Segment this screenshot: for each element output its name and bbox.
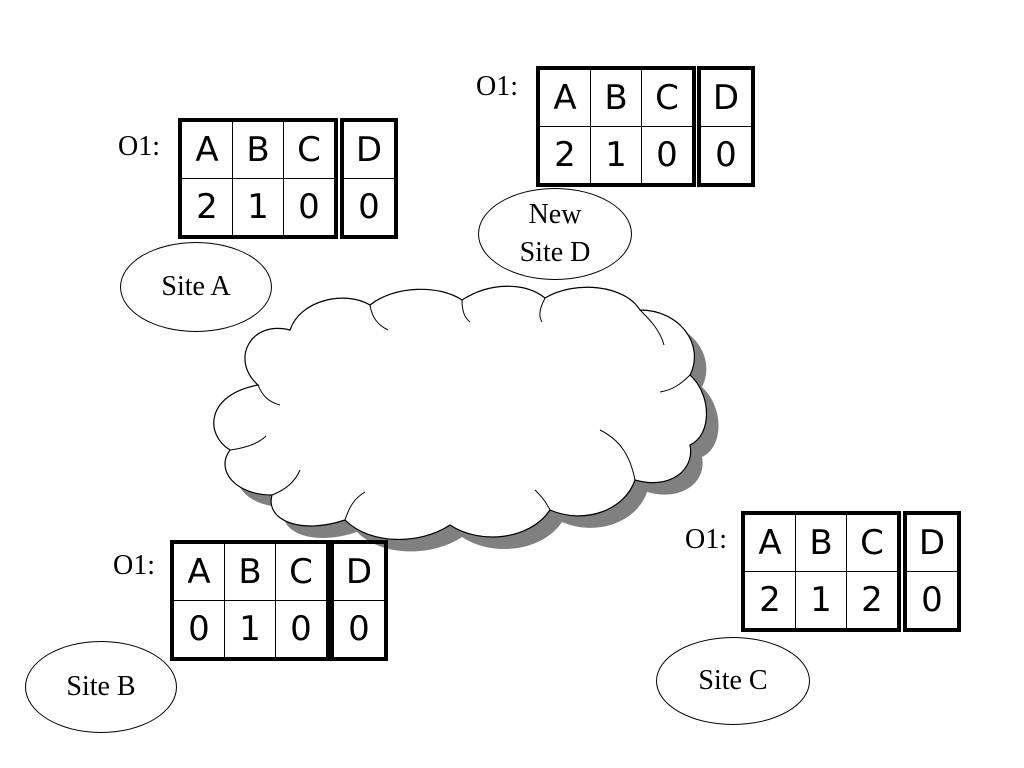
site-a-header-c: C	[283, 121, 335, 179]
site-d-object-label: O1:	[476, 71, 518, 102]
site-b-value-d: 0	[333, 600, 385, 658]
site-c-version-vector: A B C 2 1 2	[741, 511, 901, 632]
site-d-name-line2: Site D	[519, 237, 591, 268]
cloud-inner-arcs	[229, 297, 691, 521]
site-c-value-a: 2	[744, 571, 796, 629]
site-a-value-b: 1	[232, 178, 284, 236]
site-a-header-a: A	[181, 121, 233, 179]
site-c-node: Site C	[656, 637, 810, 725]
site-a-version-vector: A B C 2 1 0	[178, 118, 338, 239]
site-d-header-b: B	[590, 69, 642, 127]
site-c-header-a: A	[744, 514, 796, 572]
site-c-header-d: D	[906, 514, 958, 572]
site-d-value-a: 2	[539, 126, 591, 184]
site-b-name: Site B	[66, 671, 136, 703]
site-d-version-vector: A B C 2 1 0	[536, 66, 696, 187]
site-b-value-a: 0	[173, 600, 225, 658]
site-d-value-d: 0	[700, 126, 752, 184]
site-b-object-label: O1:	[113, 550, 155, 581]
site-d-header-a: A	[539, 69, 591, 127]
site-a-node: Site A	[120, 242, 272, 332]
site-c-value-b: 1	[795, 571, 847, 629]
site-c-value-d: 0	[906, 571, 958, 629]
site-a-extra-entry: D 0	[340, 118, 398, 239]
site-a-name: Site A	[161, 271, 231, 303]
site-a-object-label: O1:	[118, 131, 160, 162]
site-b-extra-entry: D 0	[330, 540, 388, 661]
site-b-header-a: A	[173, 543, 225, 601]
site-b-value-b: 1	[224, 600, 276, 658]
site-b-node: Site B	[25, 641, 177, 733]
site-d-value-b: 1	[590, 126, 642, 184]
site-d-name-line1: New	[528, 199, 582, 231]
site-d-header-d: D	[700, 69, 752, 127]
site-b-header-b: B	[224, 543, 276, 601]
site-c-extra-entry: D 0	[903, 511, 961, 632]
site-c-object-label: O1:	[685, 524, 727, 555]
site-c-name: Site C	[698, 665, 768, 697]
site-d-extra-entry: D 0	[697, 66, 755, 187]
site-a-header-d: D	[343, 121, 395, 179]
site-a-header-b: B	[232, 121, 284, 179]
site-d-value-c: 0	[641, 126, 693, 184]
cloud-body	[213, 285, 708, 540]
site-a-value-c: 0	[283, 178, 335, 236]
site-a-value-a: 2	[181, 178, 233, 236]
site-a-value-d: 0	[343, 178, 395, 236]
site-c-header-c: C	[846, 514, 898, 572]
site-b-version-vector: A B C 0 1 0	[170, 540, 330, 661]
site-c-header-b: B	[795, 514, 847, 572]
site-b-header-d: D	[333, 543, 385, 601]
site-b-value-c: 0	[275, 600, 327, 658]
site-d-node: New Site D	[478, 188, 632, 280]
site-c-value-c: 2	[846, 571, 898, 629]
site-b-header-c: C	[275, 543, 327, 601]
site-d-header-c: C	[641, 69, 693, 127]
